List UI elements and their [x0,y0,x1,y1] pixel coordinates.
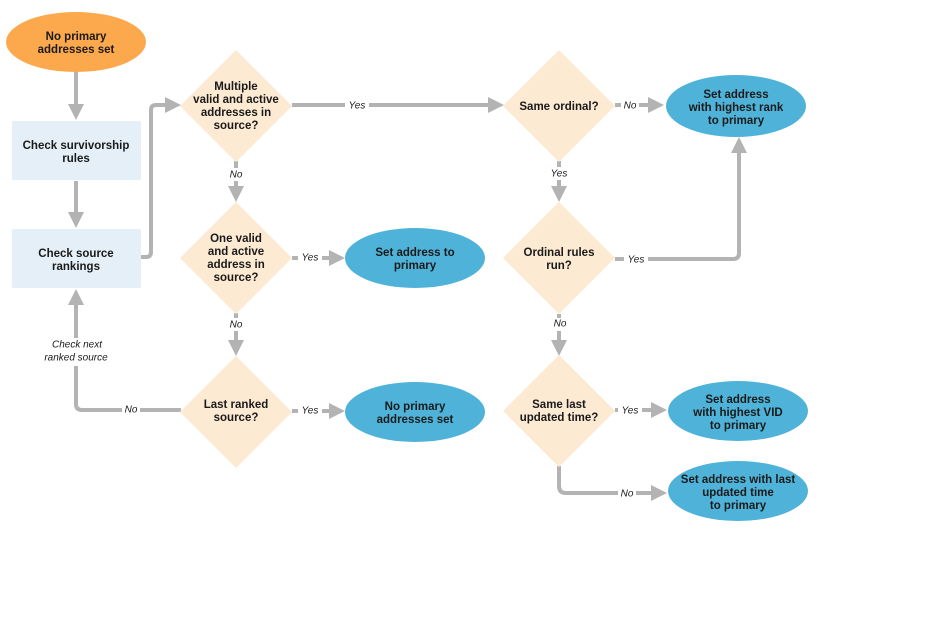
node-same-last-updated-line-2: updated time? [520,412,599,424]
arrowhead-icon [731,137,747,153]
node-one-valid-line-2: and active [208,246,264,258]
edge-label-check-next-line-2: ranked source [44,353,108,364]
arrowhead-icon [329,250,345,266]
node-same-ordinal-line-1: Same ordinal? [519,101,598,113]
edge-label-rules-no: No [554,319,567,330]
edge-labels: Yes No Yes No Yes No Check next ranked s… [40,99,648,500]
arrowhead-icon [68,289,84,305]
node-start-line-1: No primary [46,31,107,43]
node-last-updated: Set address with last updated time to pr… [668,461,808,521]
node-check-survivorship: Check survivorship rules [12,121,141,180]
node-no-primary-set: No primary addresses set [345,382,485,442]
node-multiple-valid-line-3: addresses in [201,107,271,119]
edge-label-last-no: No [125,405,138,416]
node-same-last-updated: Same last updated time? [503,355,615,467]
node-last-updated-line-1: Set address with last [681,474,796,486]
node-one-valid: One valid and active address in source? [180,202,292,314]
arrowhead-icon [68,104,84,120]
node-no-primary-set-line-1: No primary [385,401,446,413]
node-highest-vid: Set address with highest VID to primary [668,381,808,441]
node-multiple-valid: Multiple valid and active addresses in s… [180,50,292,162]
arrowhead-icon [228,186,244,202]
node-check-source-rankings: Check source rankings [12,229,141,288]
arrowhead-icon [551,186,567,202]
node-no-primary-set-line-2: addresses set [377,414,454,426]
edge-updated-no [557,466,651,495]
node-check-survivorship-line-2: rules [62,153,90,165]
node-highest-rank-line-3: to primary [708,115,765,127]
node-one-valid-line-4: source? [214,272,259,284]
edge-label-rules-yes: Yes [628,255,645,266]
node-ordinal-rules-run: Ordinal rules run? [503,202,615,314]
node-highest-rank-line-2: with highest rank [688,102,784,114]
edge-label-multiple-yes: Yes [349,101,366,112]
node-ordinal-rules-run-line-1: Ordinal rules [524,247,595,259]
node-last-ranked: Last ranked source? [180,356,292,468]
arrowhead-icon [68,212,84,228]
edge-label-one-yes: Yes [302,253,319,264]
node-highest-vid-line-1: Set address [705,394,770,406]
arrowhead-icon [488,97,504,113]
edge-label-updated-yes: Yes [622,406,639,417]
node-start: No primary addresses set [6,12,146,72]
node-multiple-valid-line-4: source? [214,120,259,132]
edge-label-multiple-no: No [230,170,243,181]
node-set-address-primary-line-1: Set address to [375,247,454,259]
arrowhead-icon [228,340,244,356]
arrowhead-icon [329,403,345,419]
edge-label-ordinal-no: No [624,101,637,112]
node-set-address-primary-line-2: primary [394,260,437,272]
edge-last-no [74,305,181,412]
node-same-ordinal: Same ordinal? [503,50,615,162]
edge-rules-yes [615,153,741,261]
arrowhead-icon [651,485,667,501]
node-highest-rank: Set address with highest rank to primary [666,75,806,137]
node-multiple-valid-line-1: Multiple [214,81,257,93]
node-one-valid-line-3: address in [207,259,265,271]
node-last-ranked-line-2: source? [214,412,259,424]
node-last-updated-line-2: updated time [702,487,774,499]
node-same-last-updated-line-1: Same last [532,399,586,411]
node-multiple-valid-line-2: valid and active [193,94,279,106]
node-start-line-2: addresses set [38,44,115,56]
node-last-updated-line-3: to primary [710,500,767,512]
node-check-source-rankings-line-1: Check source [38,248,113,260]
arrowhead-icon [651,402,667,418]
edge-label-one-no: No [230,320,243,331]
arrowhead-icon [165,97,181,113]
node-set-address-primary: Set address to primary [345,228,485,288]
edge-label-ordinal-yes: Yes [551,169,568,180]
node-last-ranked-line-1: Last ranked [204,399,269,411]
node-check-source-rankings-line-2: rankings [52,261,100,273]
edge-label-updated-no: No [621,489,634,500]
node-highest-vid-line-3: to primary [710,420,767,432]
node-ordinal-rules-run-line-2: run? [546,260,572,272]
node-highest-vid-line-2: with highest VID [692,407,782,419]
node-highest-rank-line-1: Set address [703,89,768,101]
arrowhead-icon [551,340,567,356]
node-one-valid-line-1: One valid [210,233,262,245]
edge-rankings-to-multiple [141,103,165,259]
arrowhead-icon [648,97,664,113]
edge-label-check-next-line-1: Check next [52,340,103,351]
node-check-survivorship-line-1: Check survivorship [23,140,130,152]
nodes: No primary addresses set Check survivors… [6,12,808,521]
edge-label-last-yes: Yes [302,406,319,417]
